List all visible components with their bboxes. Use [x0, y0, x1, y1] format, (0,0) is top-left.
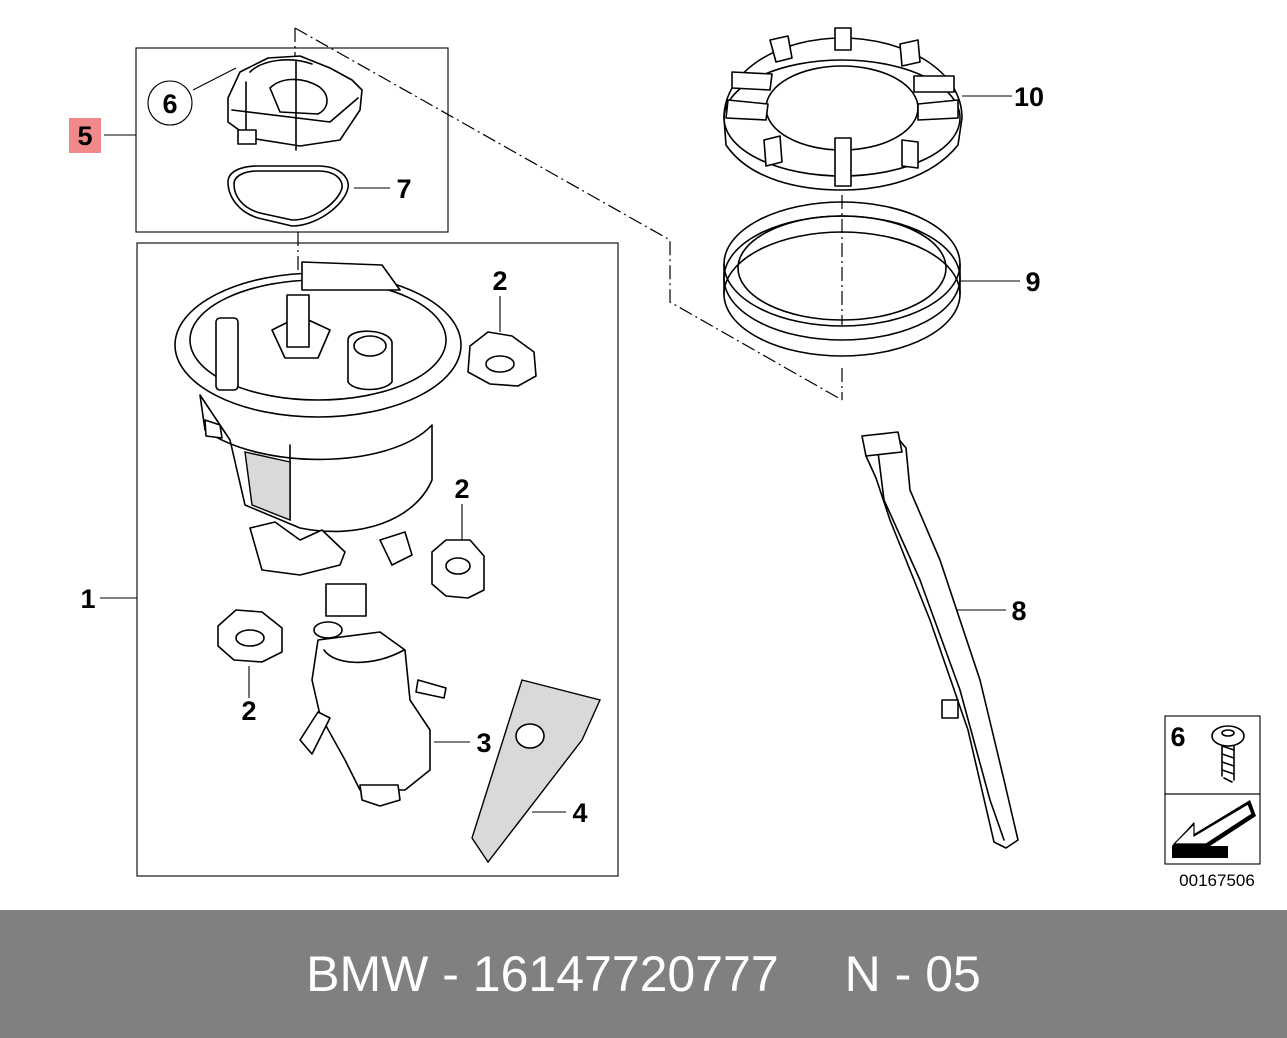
leader-lines: [100, 67, 1020, 813]
seal-ring-9: [723, 201, 961, 357]
callout-10: 10: [1014, 82, 1044, 112]
part-number-footer: BMW - 16147720777 N - 05: [0, 910, 1287, 1038]
callout-1: 1: [80, 584, 95, 614]
parts-diagram: 5 6 7 1 2 2 2 3 4 10 9 8 6 00167506: [69, 27, 1261, 890]
cover-flange: [227, 55, 363, 151]
pump-housing: [174, 261, 462, 576]
mount-2-middle: [431, 539, 485, 599]
mount-2-top: [467, 331, 537, 387]
callout-6-circle: [147, 80, 193, 126]
sensor-strip-8: [861, 431, 1019, 849]
callout-4: 4: [572, 798, 587, 828]
drawing-number: 00167506: [1179, 871, 1255, 890]
callout-7: 7: [396, 174, 411, 204]
catalog-code: N - 05: [844, 946, 981, 1002]
callout-3: 3: [476, 728, 491, 758]
callout-8: 8: [1011, 596, 1026, 626]
callout-2-left: 2: [241, 696, 256, 726]
bracket-4: [471, 679, 601, 864]
inset-screw-box: 6: [1164, 715, 1261, 795]
callout-9: 9: [1025, 267, 1040, 297]
callout-6: 6: [162, 89, 177, 119]
brand-part-number: BMW - 16147720777: [306, 946, 779, 1002]
lock-ring-10: [723, 27, 963, 191]
pump-3: [299, 583, 447, 807]
inset-arrow-box: [1164, 793, 1261, 865]
callout-2-top: 2: [492, 266, 507, 296]
callout-2-middle: 2: [454, 474, 469, 504]
cover-seal-ring: [227, 165, 349, 227]
frame-assembly-5: [135, 47, 449, 233]
callout-5-highlight: [69, 118, 101, 153]
frame-assembly-1: [136, 242, 619, 877]
inset-label-6: 6: [1170, 722, 1185, 752]
mount-2-left: [217, 609, 283, 663]
callout-5: 5: [77, 121, 92, 151]
